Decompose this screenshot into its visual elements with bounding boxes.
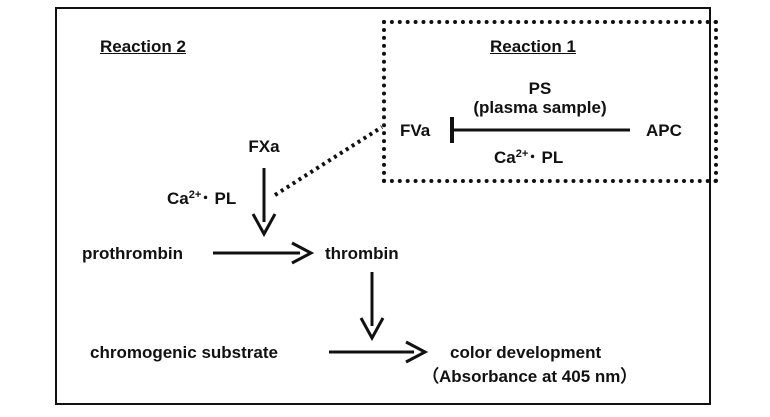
ps-label: PS xyxy=(528,79,552,98)
fva-label: FVa xyxy=(400,121,431,140)
color-development-label: color development xyxy=(450,343,602,362)
reaction2-title: Reaction 2 xyxy=(100,37,186,56)
cofactor-label-reaction2: Ca2+･ PL xyxy=(167,189,237,208)
cofactor-label-reaction1: Ca2+･ PL xyxy=(494,148,564,167)
prothrombin-label: prothrombin xyxy=(82,244,184,263)
diagram-frame xyxy=(55,7,711,405)
ps-note-label: (plasma sample) xyxy=(473,98,607,117)
reaction1-title: Reaction 1 xyxy=(490,37,576,56)
apc-label: APC xyxy=(646,121,682,140)
absorbance-label: （Absorbance at 405 nm） xyxy=(422,367,638,386)
apc-inhibits-fva xyxy=(450,117,630,143)
fxa-to-prothrombin-arrow xyxy=(251,168,277,238)
fxa-label: FXa xyxy=(248,137,280,156)
reaction1-box xyxy=(382,20,718,183)
chromogenic-substrate-label: chromogenic substrate xyxy=(90,343,278,362)
reaction-link-dotted xyxy=(273,125,384,197)
substrate-to-color-arrow xyxy=(329,340,429,364)
thrombin-to-substrate-arrow xyxy=(359,272,385,342)
prothrombin-to-thrombin-arrow xyxy=(213,241,315,265)
thrombin-label: thrombin xyxy=(325,244,399,263)
